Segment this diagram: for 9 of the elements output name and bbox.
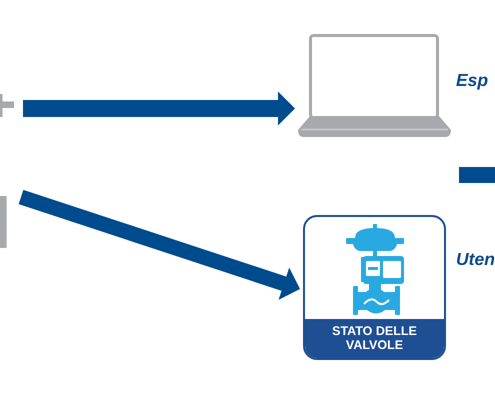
device-block	[0, 196, 7, 248]
side-label: Uten	[456, 249, 495, 269]
valve-tile	[303, 215, 446, 360]
plug-drawing	[0, 94, 14, 117]
laptop-icon	[298, 34, 451, 137]
side-label: Esp	[456, 70, 488, 90]
arrow	[18, 190, 302, 300]
arrow	[23, 92, 295, 126]
tile-caption: STATO DELLE VALVOLE	[305, 319, 444, 358]
